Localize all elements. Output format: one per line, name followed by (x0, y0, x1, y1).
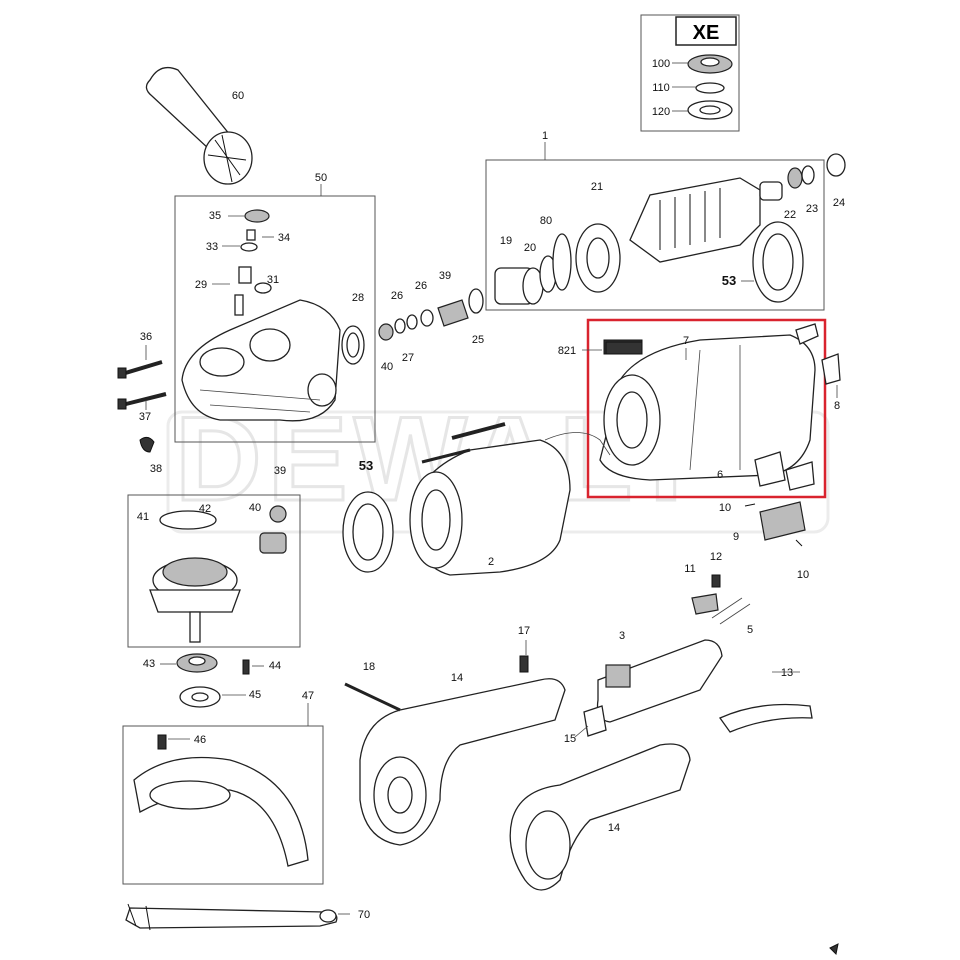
page-mark-icon (829, 943, 839, 956)
callout-13: 13 (781, 667, 793, 679)
leader-lines (145, 215, 838, 915)
callout-23: 23 (806, 203, 818, 215)
callout-37: 37 (139, 411, 151, 423)
callout-53b: 53 (359, 458, 373, 473)
callout-70: 70 (358, 909, 370, 921)
callout-46: 46 (194, 734, 206, 746)
xe-title: XE (693, 22, 720, 44)
group-box-50 (174, 195, 376, 443)
callout-9: 9 (733, 531, 739, 543)
callout-5: 5 (747, 624, 753, 636)
callout-44: 44 (269, 660, 281, 672)
callout-28: 28 (352, 292, 364, 304)
callout-42: 42 (199, 503, 211, 515)
callout-36: 36 (140, 331, 152, 343)
callout-821: 821 (558, 345, 576, 357)
group-box-47 (122, 725, 324, 885)
callout-3: 3 (619, 630, 625, 642)
field-assembly (409, 422, 611, 576)
callout-8: 8 (834, 400, 840, 412)
callout-33: 33 (206, 241, 218, 253)
callout-14b: 14 (608, 822, 620, 834)
side-handle (145, 66, 253, 185)
callout-27: 27 (402, 352, 414, 364)
callout-25: 25 (472, 334, 484, 346)
callout-40b: 40 (249, 502, 261, 514)
screw-44 (242, 659, 250, 675)
callout-1: 1 (542, 130, 548, 142)
armature-group (494, 153, 846, 305)
brush-parts (744, 501, 806, 547)
callout-2: 2 (488, 556, 494, 568)
callout-labels: 1 2 3 5 6 7 8 9 10 10 11 12 13 14 14 15 … (137, 90, 845, 921)
callout-6: 6 (717, 469, 723, 481)
callout-47: 47 (302, 690, 314, 702)
callout-17: 17 (518, 625, 530, 637)
callout-39b: 39 (274, 465, 286, 477)
callout-26b: 26 (415, 280, 427, 292)
callout-50: 50 (315, 172, 327, 184)
callout-41: 41 (137, 511, 149, 523)
callout-7: 7 (683, 335, 689, 347)
callout-80: 80 (540, 215, 552, 227)
handle-half-upper (344, 655, 566, 846)
callout-10b: 10 (797, 569, 809, 581)
callout-21: 21 (591, 181, 603, 193)
spanner (125, 903, 338, 931)
callout-35: 35 (209, 210, 221, 222)
callout-18: 18 (363, 661, 375, 673)
xe-inset: XE 100 110 120 (640, 14, 740, 132)
switch (583, 639, 723, 737)
callout-40a: 40 (381, 361, 393, 373)
highlight-box (586, 318, 827, 499)
callout-60: 60 (232, 90, 244, 102)
callout-22: 22 (784, 209, 796, 221)
motor-housing (599, 323, 841, 491)
callout-15: 15 (564, 733, 576, 745)
callout-26a: 26 (391, 290, 403, 302)
callout-53a: 53 (722, 273, 736, 288)
callout-24: 24 (833, 197, 845, 209)
label-100: 100 (652, 58, 670, 70)
cord-clamp (691, 574, 751, 625)
group-box-39 (127, 494, 301, 648)
label-sticker (605, 341, 643, 355)
spindle-gear-group (149, 505, 287, 643)
callout-39a: 39 (439, 270, 451, 282)
callout-12: 12 (710, 551, 722, 563)
guard (133, 734, 309, 867)
callout-11: 11 (684, 563, 695, 575)
label-110: 110 (652, 82, 670, 94)
callout-20: 20 (524, 242, 536, 254)
cord-protector (719, 703, 813, 733)
callout-29: 29 (195, 279, 207, 291)
callout-45: 45 (249, 689, 261, 701)
callout-31: 31 (267, 274, 279, 286)
group-box-1 (485, 159, 825, 311)
label-120: 120 (652, 106, 670, 118)
spindle-parts (378, 288, 484, 341)
callout-34: 34 (278, 232, 290, 244)
callout-10a: 10 (719, 502, 731, 514)
gear-case (181, 209, 341, 422)
callout-19: 19 (500, 235, 512, 247)
callout-14a: 14 (451, 672, 463, 684)
callout-43: 43 (143, 658, 155, 670)
handle-half-lower (509, 743, 691, 891)
screws-36-37-38 (117, 360, 167, 453)
callout-38: 38 (150, 463, 162, 475)
